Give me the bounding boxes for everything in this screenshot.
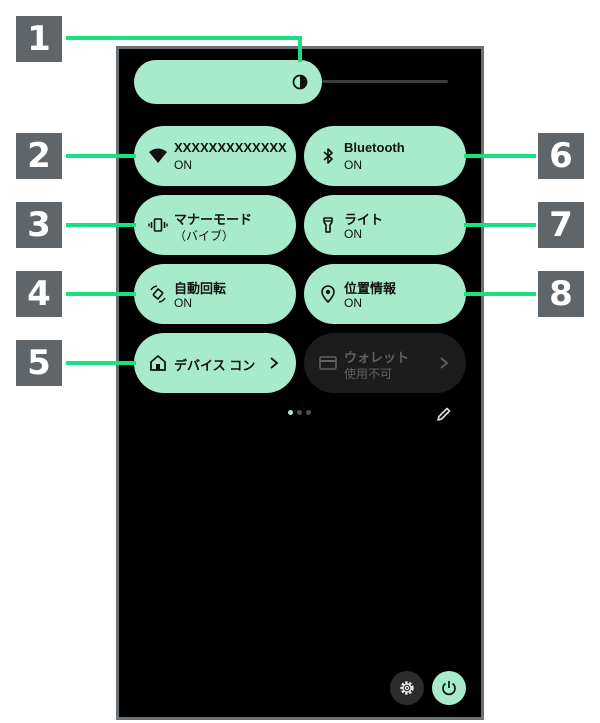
tile-location-state: ON [344,296,362,310]
callout-line-4 [66,292,136,296]
callout-line-7 [464,223,536,227]
auto-rotate-icon [148,284,168,304]
tile-wifi-label: XXXXXXXXXXXXX [174,140,287,155]
callout-line-1 [66,36,302,40]
chevron-right-icon [436,353,452,373]
callout-line-1-drop [298,36,302,62]
power-button[interactable] [432,671,466,705]
tile-flashlight[interactable]: ライト ON [304,195,466,255]
tile-auto-rotate[interactable]: 自動回転 ON [134,264,296,324]
settings-button[interactable] [390,671,424,705]
vibrate-icon [148,215,168,235]
page-dot [297,410,302,415]
brightness-icon [290,72,310,92]
tile-device-controls-label: デバイス コン [174,358,256,373]
home-icon [148,353,168,373]
callout-line-8 [464,292,536,296]
tile-wifi[interactable]: XXXXXXXXXXXXX ON [134,126,296,186]
callout-number-4: 4 [16,271,62,317]
brightness-slider-thumb[interactable] [134,60,322,104]
callout-number-3: 3 [16,202,62,248]
callout-line-3 [66,223,136,227]
tile-wifi-state: ON [174,158,192,172]
tile-auto-rotate-state: ON [174,296,192,310]
chevron-right-icon [266,353,282,373]
tile-location-label: 位置情報 [344,281,397,296]
callout-number-5: 5 [16,340,62,386]
tile-location[interactable]: 位置情報 ON [304,264,466,324]
callout-number-8: 8 [538,271,584,317]
callout-line-6 [464,154,536,158]
tile-wallet-label: ウォレット [344,350,410,365]
callout-number-1: 1 [16,16,62,62]
tile-bluetooth-state: ON [344,158,362,172]
callout-line-2 [66,154,136,158]
tile-wallet-state: 使用不可 [344,367,393,381]
callout-number-6: 6 [538,133,584,179]
tile-wallet[interactable]: ウォレット 使用不可 [304,333,466,393]
callout-number-2: 2 [16,133,62,179]
tile-flashlight-state: ON [344,227,362,241]
tile-bluetooth-label: Bluetooth [344,140,405,155]
tile-auto-rotate-label: 自動回転 [174,281,227,296]
location-pin-icon [318,284,338,304]
pencil-icon[interactable] [436,406,452,422]
tile-flashlight-label: ライト [344,212,384,227]
bluetooth-icon [318,146,338,166]
flashlight-icon [318,215,338,235]
tile-device-controls[interactable]: デバイス コン [134,333,296,393]
page-dot [306,410,311,415]
callout-number-7: 7 [538,202,584,248]
brightness-slider-track[interactable] [322,80,448,83]
card-icon [318,353,338,373]
tile-manner-mode-state: （バイブ） [174,229,235,243]
tile-manner-mode-label: マナーモード [174,212,253,227]
callout-line-5 [66,361,136,365]
page-dot-active [288,410,293,415]
tile-bluetooth[interactable]: Bluetooth ON [304,126,466,186]
wifi-icon [148,146,168,166]
tile-manner-mode[interactable]: マナーモード （バイブ） [134,195,296,255]
